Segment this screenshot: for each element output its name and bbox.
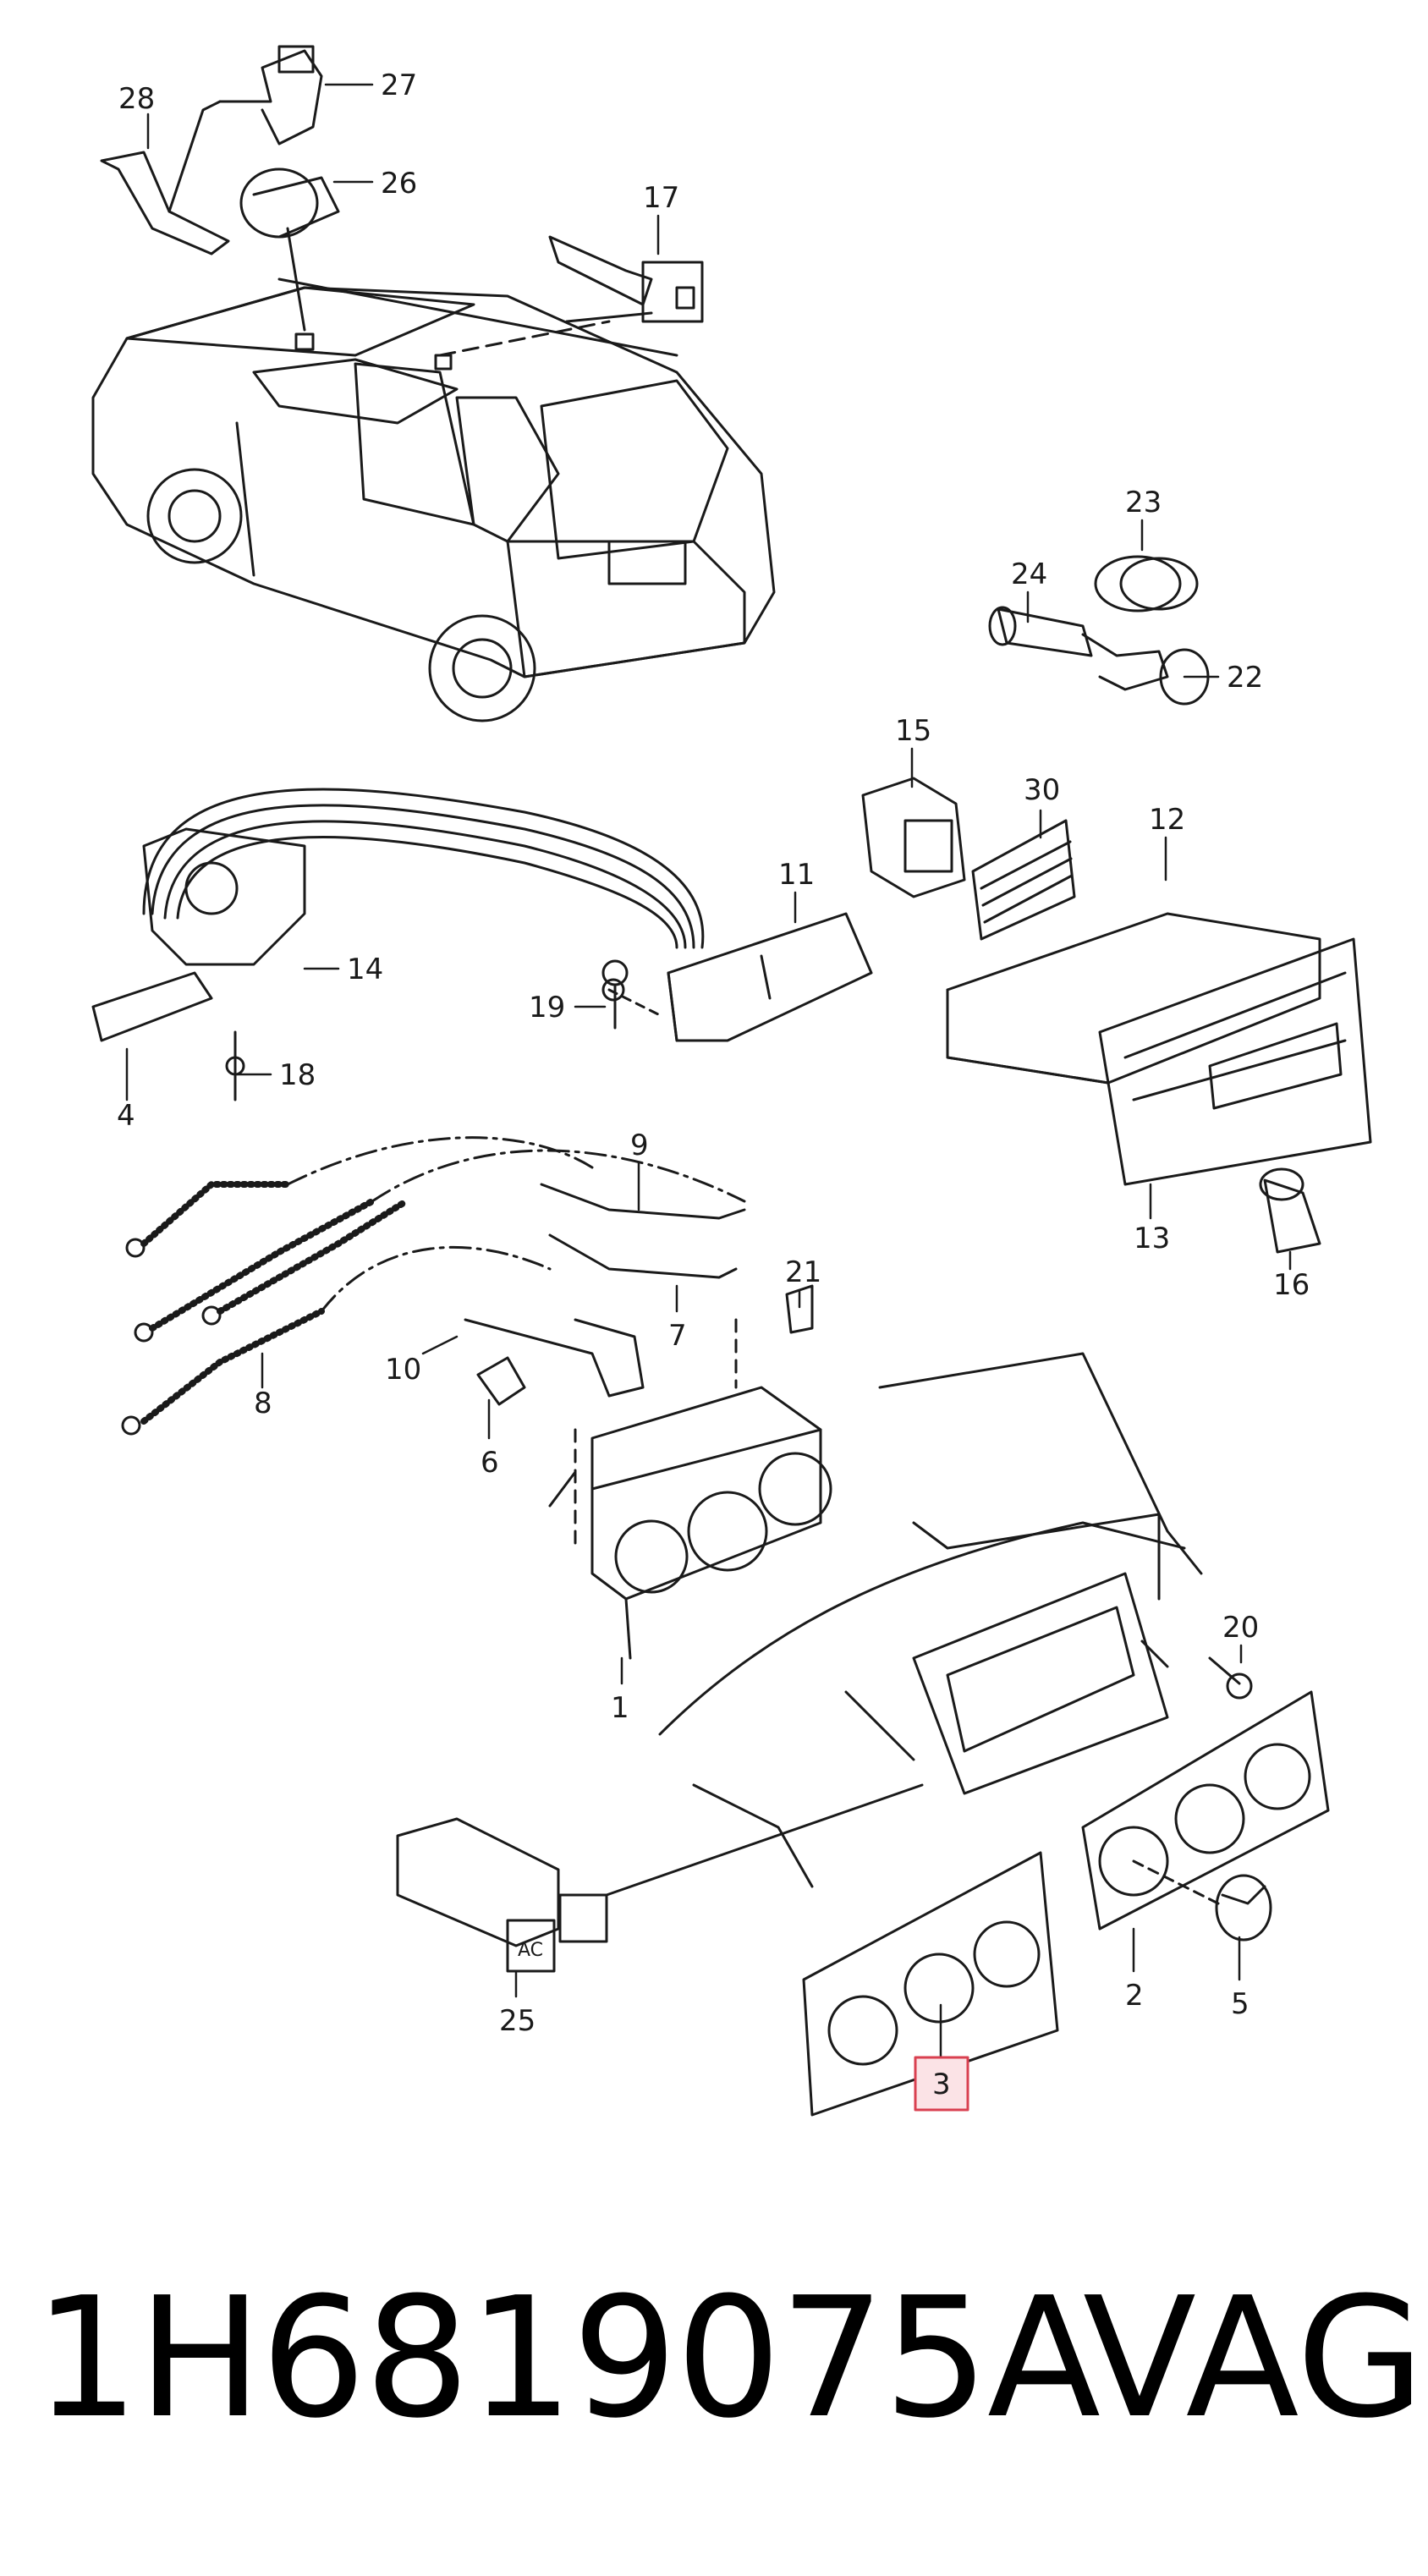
lighter-assembly — [988, 555, 1210, 706]
bulb-16 — [1259, 1167, 1321, 1254]
callout-10: 10 — [385, 1353, 421, 1387]
control-unit-11 — [601, 912, 873, 1042]
screw-19 — [601, 959, 629, 1030]
leader-lines — [125, 83, 1292, 2057]
car-illustration — [91, 227, 776, 722]
callout-1: 1 — [611, 1691, 629, 1725]
callout-20: 20 — [1222, 1611, 1259, 1645]
callout-19: 19 — [529, 991, 565, 1024]
ac-button-label: AC — [518, 1940, 543, 1961]
screw-20 — [1208, 1656, 1253, 1700]
callout-18: 18 — [279, 1058, 316, 1092]
callout-4: 4 — [117, 1099, 135, 1133]
callout-2: 2 — [1125, 1979, 1144, 2013]
callout-13: 13 — [1134, 1222, 1170, 1255]
sensor-part-17 — [548, 235, 704, 323]
callout-7: 7 — [668, 1319, 687, 1353]
parts-diagram: AC — [91, 45, 1372, 2117]
switch-bracket-assembly — [100, 45, 340, 255]
trim-panel-3 — [802, 1851, 1059, 2117]
climate-control-panel-12 — [946, 912, 1372, 1186]
callout-25: 25 — [499, 2004, 536, 2038]
panel-2 — [1081, 1690, 1330, 1931]
callout-30: 30 — [1024, 773, 1060, 807]
callout-26: 26 — [381, 167, 417, 200]
callout-labels: 28 27 26 17 23 24 22 15 30 12 11 14 18 1… — [117, 69, 1310, 2038]
callout-21: 21 — [785, 1255, 821, 1289]
switch-part-15 — [861, 777, 966, 898]
callout-23: 23 — [1125, 486, 1162, 519]
callout-3: 3 — [932, 2068, 951, 2101]
brand-label: VAG — [1083, 2262, 1425, 2455]
callout-16: 16 — [1273, 1268, 1310, 1302]
callout-14: 14 — [347, 953, 383, 986]
callout-24: 24 — [1011, 557, 1047, 591]
callout-3-highlight[interactable]: 3 — [914, 2056, 969, 2112]
callout-11: 11 — [778, 858, 815, 892]
callout-17: 17 — [643, 181, 679, 215]
clip-21 — [785, 1284, 814, 1334]
callout-9: 9 — [630, 1129, 649, 1162]
vent-part-30 — [971, 819, 1076, 941]
callout-5: 5 — [1231, 1987, 1250, 2021]
dashboard-illustration — [658, 1352, 1203, 1888]
knob-5 — [1215, 1874, 1272, 1942]
heater-control-unit-1 — [548, 1318, 832, 1660]
callout-22: 22 — [1227, 661, 1263, 695]
callout-12: 12 — [1149, 803, 1185, 837]
callout-28: 28 — [118, 82, 155, 116]
part-number: 1H6819075A — [34, 2262, 1101, 2455]
control-cables — [121, 1136, 746, 1436]
ac-switch-25: AC — [396, 1783, 924, 1973]
callout-27: 27 — [381, 69, 417, 102]
servo-motor-14 — [91, 788, 705, 1101]
callout-6: 6 — [481, 1446, 499, 1480]
callout-8: 8 — [254, 1387, 272, 1420]
callout-15: 15 — [895, 714, 931, 748]
